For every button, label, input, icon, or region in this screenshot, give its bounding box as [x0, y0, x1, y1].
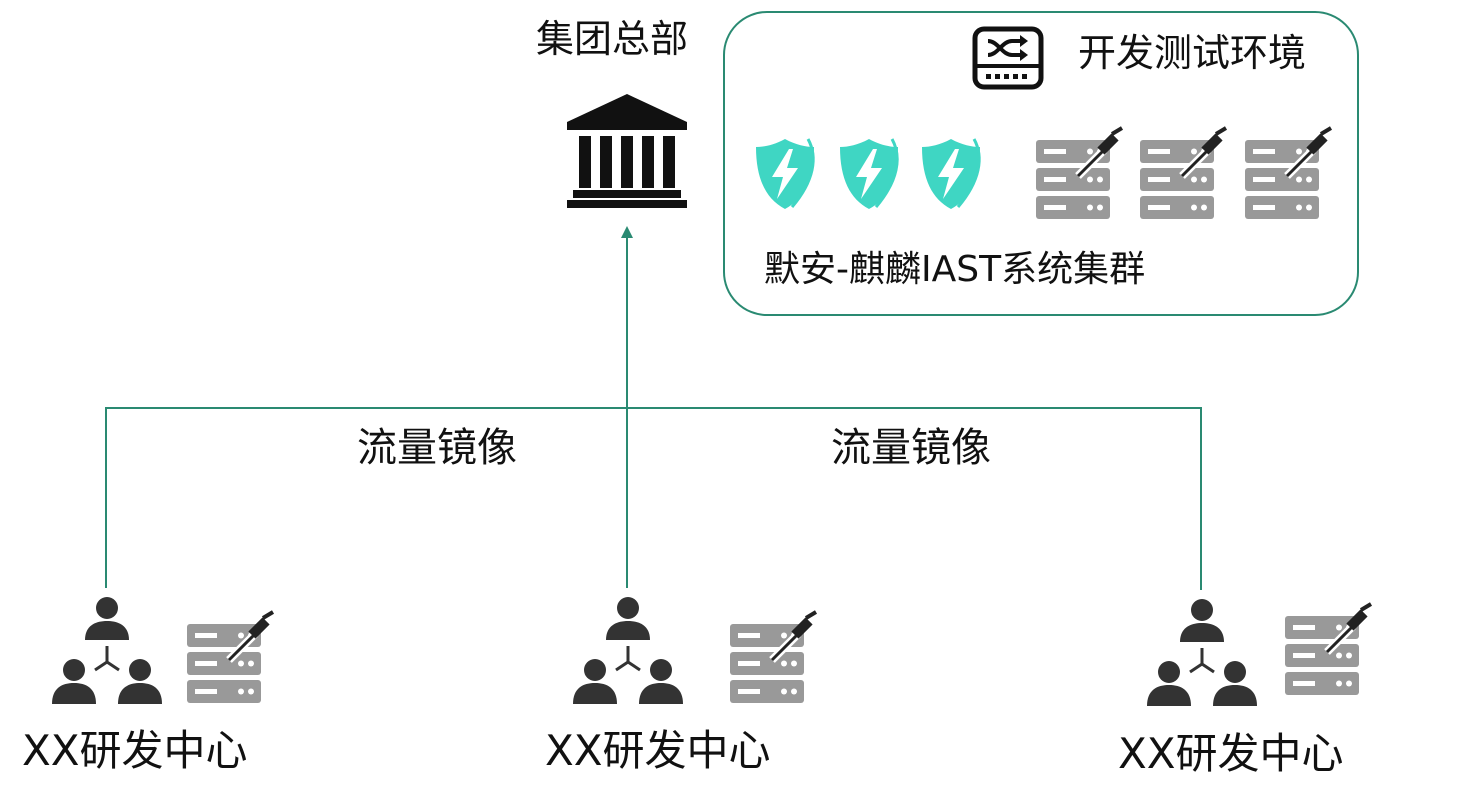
mirror-line-left	[105, 407, 627, 588]
server-with-probe-icon	[1245, 126, 1333, 219]
server-with-probe-icon	[730, 610, 818, 703]
headquarters-label: 集团总部	[536, 17, 689, 61]
lightning-shield-icon	[756, 138, 815, 209]
traffic-mirror-label-right: 流量镜像	[831, 425, 991, 471]
dev-test-environment-box	[723, 11, 1359, 316]
server-with-probe-icon	[1140, 126, 1228, 219]
team-people-icon	[573, 597, 683, 704]
rd-center-label-2: XX研发中心	[545, 726, 771, 775]
bank-building-icon	[567, 94, 687, 208]
server-with-probe-icon	[1285, 602, 1373, 695]
iast-cluster-label: 默安-麒麟IAST系统集群	[764, 249, 1146, 290]
rd-center-label-3: XX研发中心	[1118, 729, 1344, 778]
server-with-probe-icon	[187, 610, 275, 703]
lightning-shield-icon	[922, 138, 981, 209]
traffic-mirror-label-left: 流量镜像	[357, 425, 517, 471]
team-people-icon	[52, 597, 162, 704]
mirror-line-right	[627, 407, 1202, 590]
server-with-probe-icon	[1036, 126, 1124, 219]
rd-center-label-1: XX研发中心	[22, 726, 248, 775]
network-switch-icon	[972, 26, 1044, 90]
lightning-shield-icon	[840, 138, 899, 209]
team-people-icon	[1147, 599, 1257, 706]
environment-label: 开发测试环境	[1078, 31, 1307, 75]
uplink-arrowhead	[621, 226, 633, 238]
